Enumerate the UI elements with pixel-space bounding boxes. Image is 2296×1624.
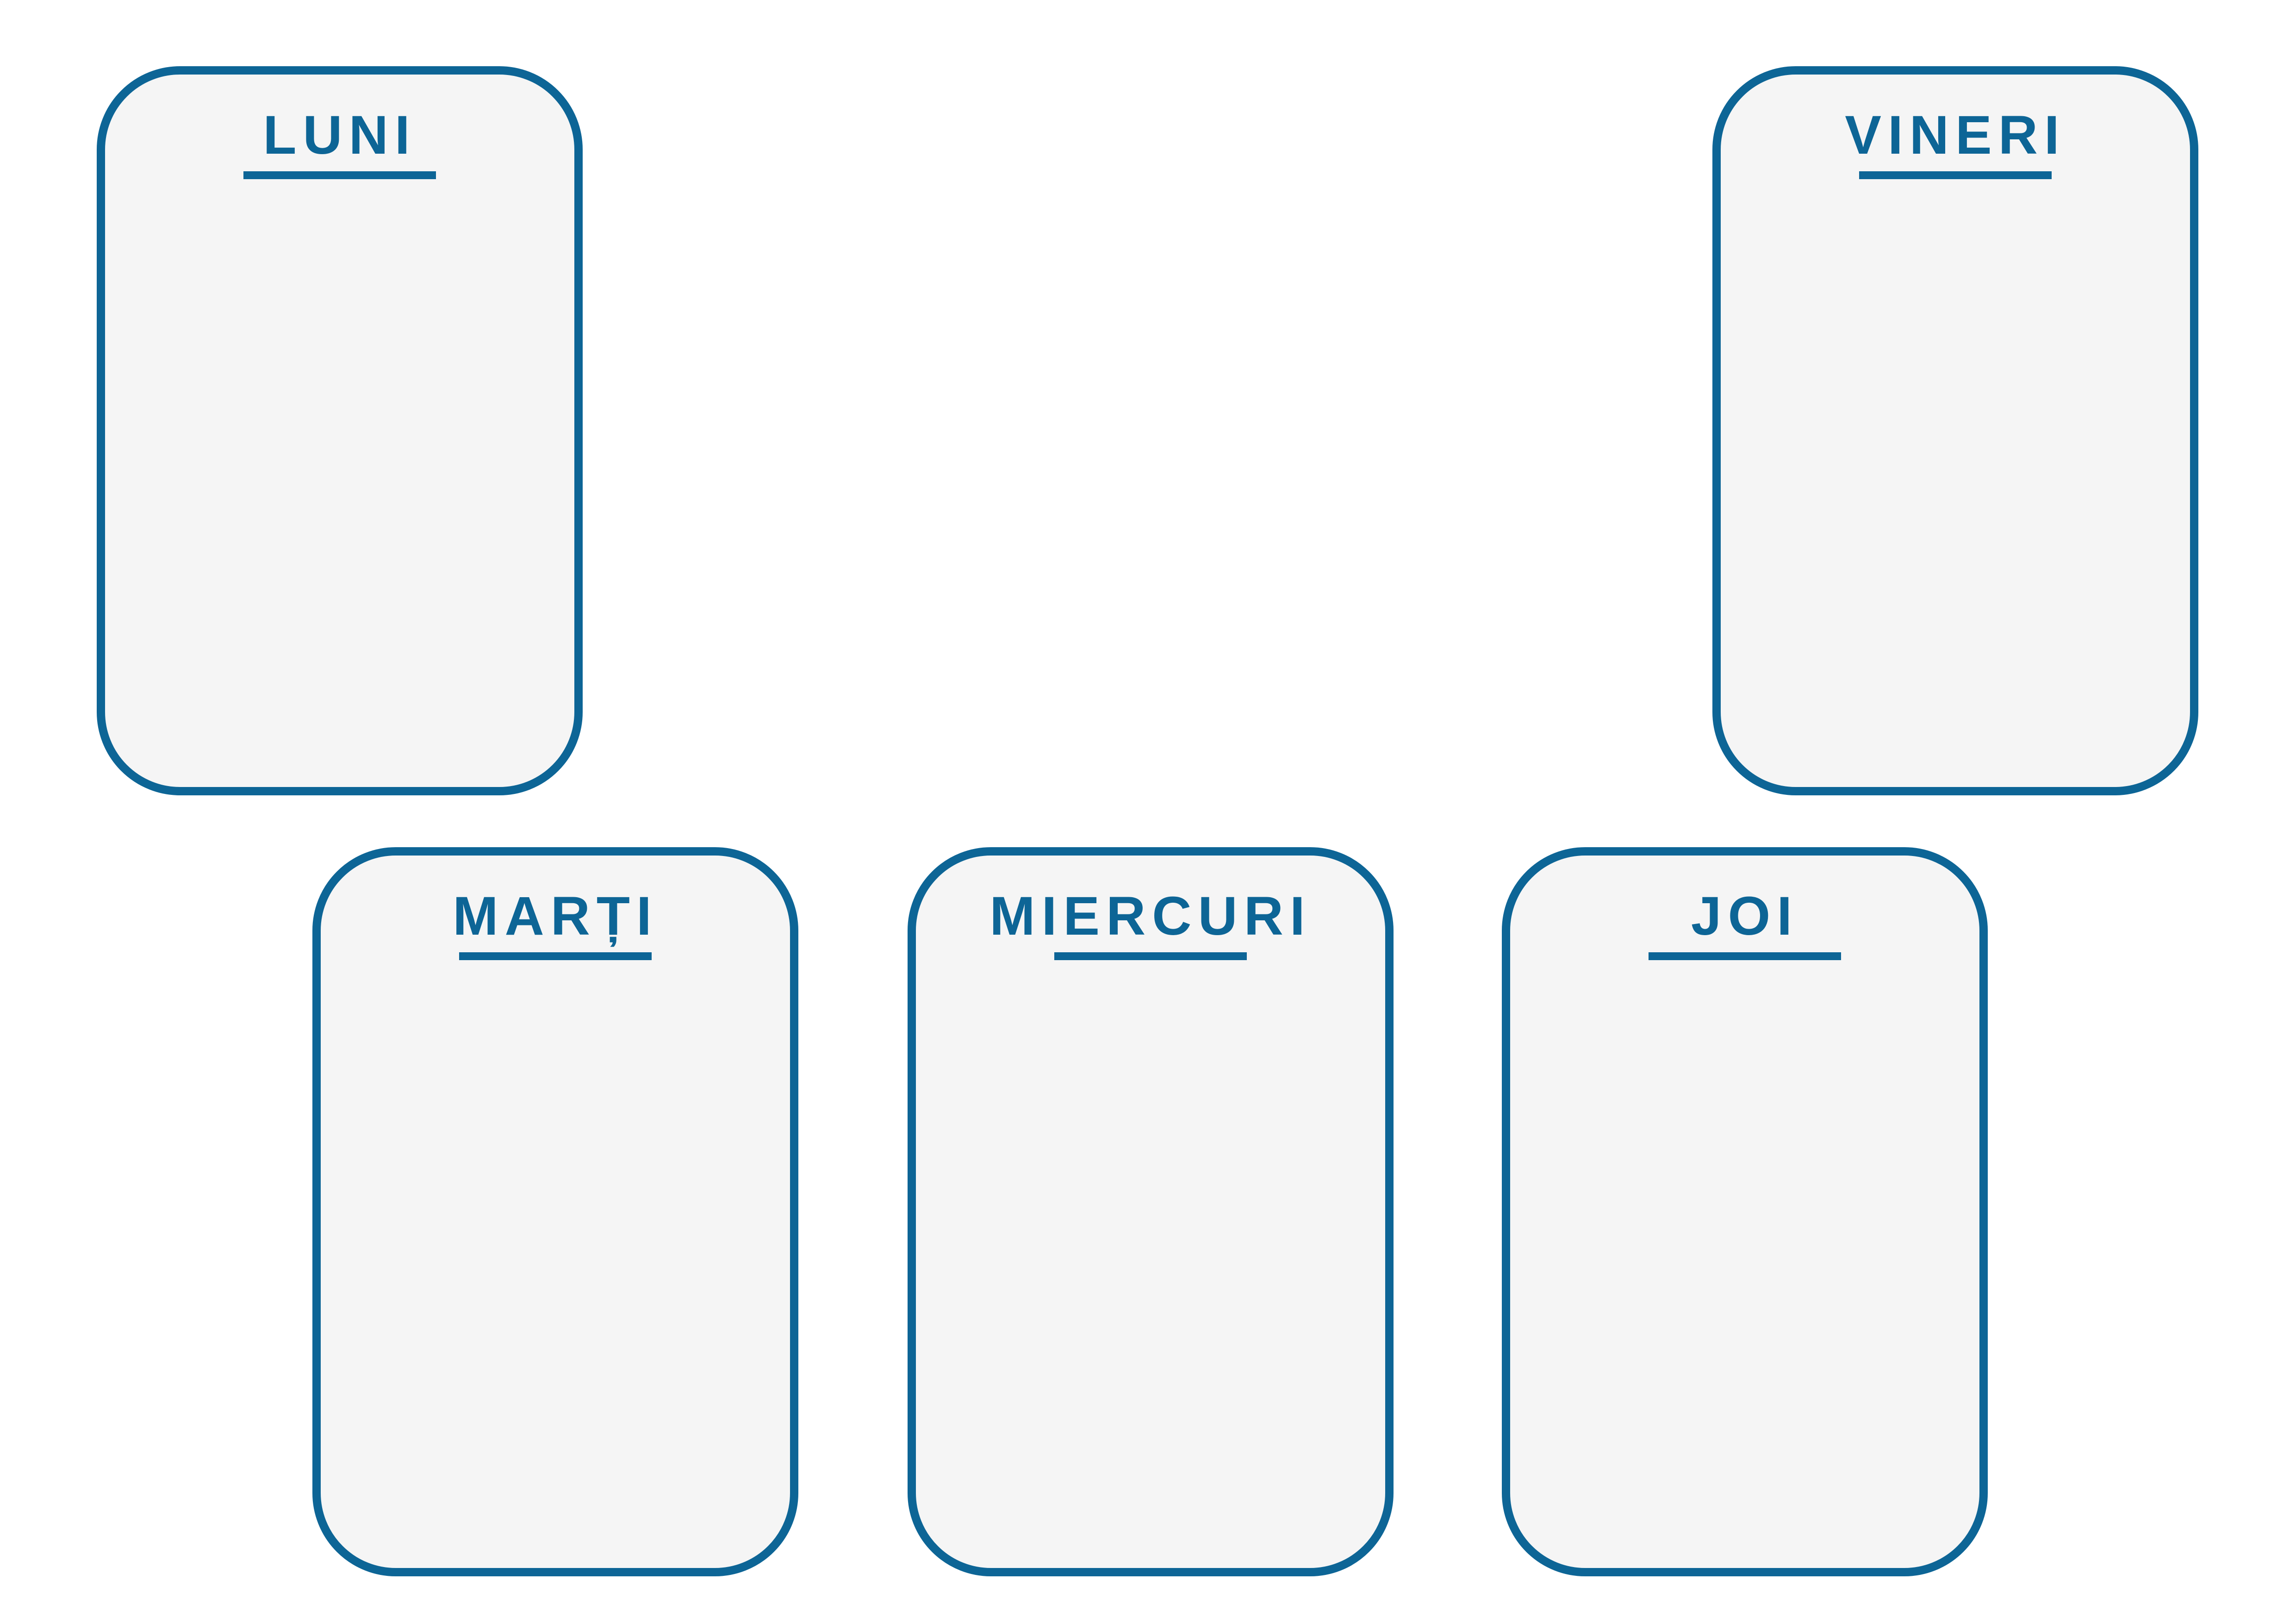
day-card-joi: JOI <box>1502 847 1988 1576</box>
title-underline <box>243 171 436 179</box>
title-underline <box>1649 952 1841 960</box>
day-title-joi: JOI <box>1691 886 1799 947</box>
title-underline <box>1054 952 1247 960</box>
day-card-luni: LUNI <box>97 66 583 795</box>
day-title-miercuri: MIERCURI <box>989 886 1312 947</box>
title-underline <box>1859 171 2052 179</box>
day-card-miercuri: MIERCURI <box>908 847 1394 1576</box>
day-card-vineri: VINERI <box>1712 66 2198 795</box>
day-title-luni: LUNI <box>263 105 417 166</box>
day-title-vineri: VINERI <box>1845 105 2066 166</box>
title-underline <box>459 952 652 960</box>
day-title-marti: MARȚI <box>453 886 658 947</box>
day-card-marti: MARȚI <box>312 847 798 1576</box>
